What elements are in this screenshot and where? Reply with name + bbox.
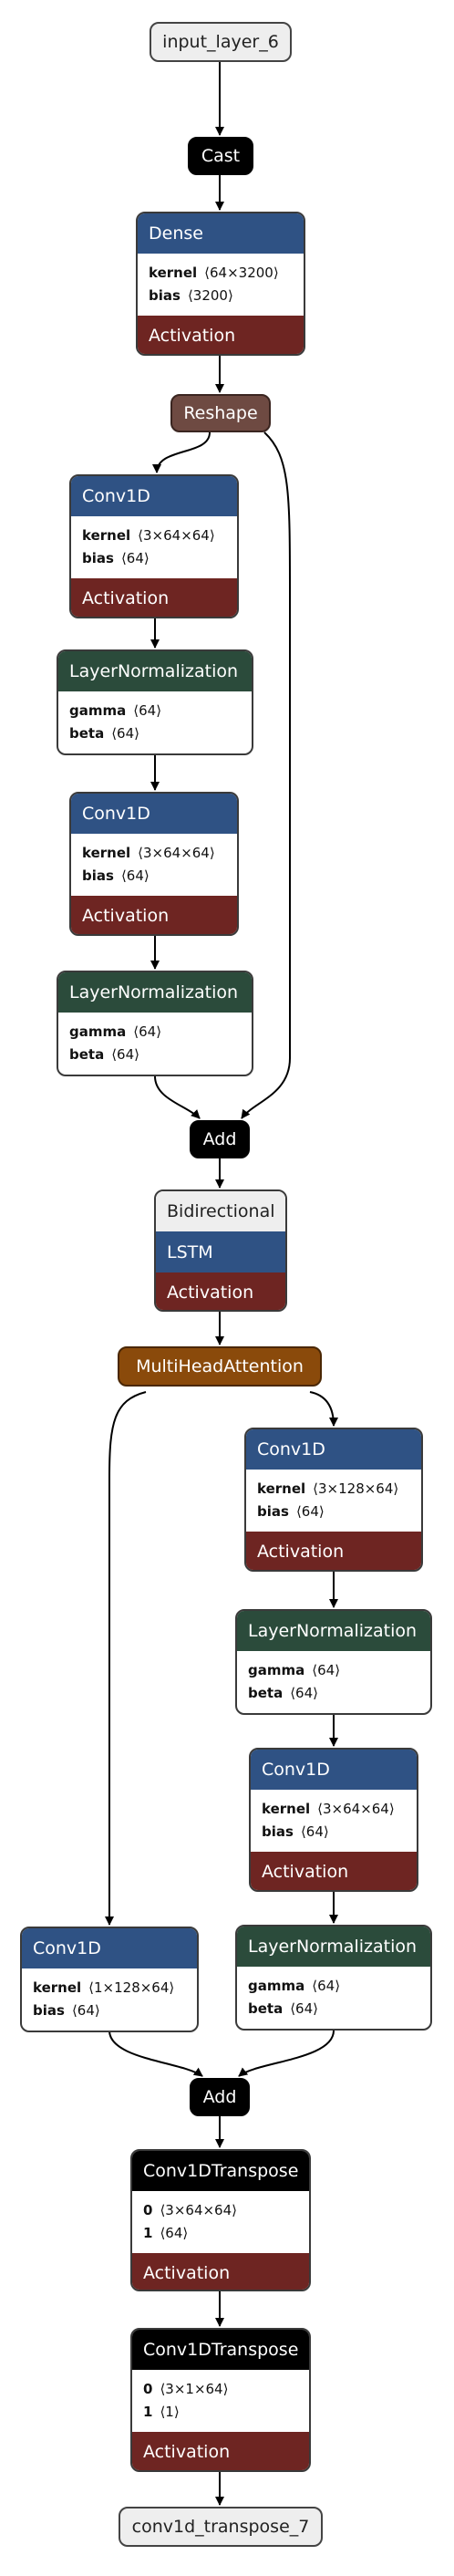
conv1d-3-param-bias: bias⟨64⟩ — [257, 1503, 325, 1520]
add-node-1-label: Add — [202, 1129, 237, 1149]
dense-node[interactable]: Dense kernel⟨64×3200⟩ bias⟨3200⟩ Activat… — [136, 212, 305, 356]
conv1d-4-param-kernel: kernel⟨3×64×64⟩ — [262, 1801, 395, 1817]
conv1d-2-activation: Activation — [71, 896, 237, 934]
layernorm-4-param-beta: beta⟨64⟩ — [248, 2000, 318, 2017]
conv1dtranspose-node-1[interactable]: Conv1DTranspose 0⟨3×64×64⟩ 1⟨64⟩ Activat… — [130, 2149, 311, 2291]
bidirectional-title: Bidirectional — [156, 1191, 285, 1231]
layernorm-1-title: LayerNormalization — [58, 651, 252, 691]
conv1d-node-skip[interactable]: Conv1D kernel⟨1×128×64⟩ bias⟨64⟩ — [20, 1927, 199, 2032]
dense-title: Dense — [138, 213, 304, 254]
conv1d-skip-title: Conv1D — [22, 1928, 197, 1968]
conv1d-1-param-kernel: kernel⟨3×64×64⟩ — [82, 527, 215, 544]
bidirectional-activation: Activation — [156, 1272, 285, 1310]
conv1d-4-title: Conv1D — [251, 1750, 417, 1790]
edge-ln4-add2 — [238, 2030, 335, 2077]
input-node-label: input_layer_6 — [162, 32, 279, 52]
conv1dtranspose-2-param-0: 0⟨3×1×64⟩ — [143, 2381, 229, 2397]
edge-convskip-add2 — [108, 2030, 203, 2077]
conv1d-skip-param-kernel: kernel⟨1×128×64⟩ — [33, 1979, 175, 1996]
layernorm-2-param-gamma: gamma⟨64⟩ — [69, 1023, 162, 1040]
layernorm-node-1[interactable]: LayerNormalization gamma⟨64⟩ beta⟨64⟩ — [57, 649, 253, 755]
conv1d-3-activation: Activation — [246, 1532, 421, 1570]
conv1d-3-title: Conv1D — [246, 1429, 421, 1470]
cast-node[interactable]: Cast — [188, 137, 253, 175]
input-node[interactable]: input_layer_6 — [150, 22, 292, 62]
add-node-2-label: Add — [202, 2087, 237, 2107]
reshape-node-label: Reshape — [183, 403, 258, 423]
cast-node-label: Cast — [201, 146, 241, 166]
conv1d-4-activation: Activation — [251, 1852, 417, 1890]
output-node[interactable]: conv1d_transpose_7 — [119, 2507, 323, 2547]
bidirectional-inner-lstm: LSTM — [156, 1231, 285, 1272]
conv1dtranspose-2-param-1: 1⟨1⟩ — [143, 2404, 180, 2420]
reshape-node[interactable]: Reshape — [170, 394, 271, 432]
conv1d-2-title: Conv1D — [71, 794, 237, 834]
conv1d-1-title: Conv1D — [71, 476, 237, 516]
layernorm-3-param-beta: beta⟨64⟩ — [248, 1685, 318, 1701]
conv1d-1-activation: Activation — [71, 578, 237, 617]
conv1d-node-4[interactable]: Conv1D kernel⟨3×64×64⟩ bias⟨64⟩ Activati… — [249, 1748, 418, 1892]
add-node-1[interactable]: Add — [190, 1120, 250, 1158]
conv1dtranspose-1-param-1: 1⟨64⟩ — [143, 2225, 189, 2241]
conv1dtranspose-1-activation: Activation — [132, 2253, 309, 2290]
add-node-2[interactable]: Add — [190, 2078, 250, 2116]
multiheadattention-node-label: MultiHeadAttention — [136, 1356, 304, 1376]
layernorm-3-param-gamma: gamma⟨64⟩ — [248, 1662, 341, 1678]
layernorm-4-title: LayerNormalization — [237, 1927, 430, 1967]
edge-ln2-add1 — [154, 1075, 201, 1119]
edge-reshape-add1 — [241, 431, 291, 1119]
layernorm-2-title: LayerNormalization — [58, 972, 252, 1013]
conv1d-2-param-bias: bias⟨64⟩ — [82, 867, 150, 884]
edge-mha-convskip — [105, 1391, 147, 1926]
conv1d-node-3[interactable]: Conv1D kernel⟨3×128×64⟩ bias⟨64⟩ Activat… — [244, 1428, 423, 1572]
output-node-label: conv1d_transpose_7 — [131, 2517, 310, 2537]
multiheadattention-node[interactable]: MultiHeadAttention — [118, 1346, 322, 1387]
conv1d-node-2[interactable]: Conv1D kernel⟨3×64×64⟩ bias⟨64⟩ Activati… — [69, 792, 239, 936]
conv1dtranspose-node-2[interactable]: Conv1DTranspose 0⟨3×1×64⟩ 1⟨1⟩ Activatio… — [130, 2328, 311, 2472]
dense-activation: Activation — [138, 316, 304, 354]
layernorm-1-param-beta: beta⟨64⟩ — [69, 725, 139, 742]
dense-param-bias: bias⟨3200⟩ — [149, 287, 233, 304]
conv1dtranspose-2-title: Conv1DTranspose — [132, 2330, 309, 2370]
conv1d-2-param-kernel: kernel⟨3×64×64⟩ — [82, 845, 215, 861]
layernorm-node-3[interactable]: LayerNormalization gamma⟨64⟩ beta⟨64⟩ — [235, 1609, 432, 1715]
layernorm-1-param-gamma: gamma⟨64⟩ — [69, 702, 162, 719]
layernorm-2-param-beta: beta⟨64⟩ — [69, 1046, 139, 1063]
conv1dtranspose-1-param-0: 0⟨3×64×64⟩ — [143, 2202, 237, 2218]
dense-param-kernel: kernel⟨64×3200⟩ — [149, 265, 279, 281]
conv1d-4-param-bias: bias⟨64⟩ — [262, 1823, 329, 1840]
edge-mha-conv3 — [309, 1391, 338, 1427]
bidirectional-node[interactable]: Bidirectional LSTM Activation — [154, 1189, 287, 1312]
conv1dtranspose-1-title: Conv1DTranspose — [132, 2151, 309, 2191]
layernorm-node-4[interactable]: LayerNormalization gamma⟨64⟩ beta⟨64⟩ — [235, 1925, 432, 2031]
conv1d-3-param-kernel: kernel⟨3×128×64⟩ — [257, 1480, 399, 1497]
conv1d-skip-param-bias: bias⟨64⟩ — [33, 2002, 100, 2019]
layernorm-3-title: LayerNormalization — [237, 1611, 430, 1651]
edge-reshape-conv1 — [152, 431, 211, 473]
layernorm-node-2[interactable]: LayerNormalization gamma⟨64⟩ beta⟨64⟩ — [57, 971, 253, 1076]
conv1dtranspose-2-activation: Activation — [132, 2432, 309, 2470]
conv1d-node-1[interactable]: Conv1D kernel⟨3×64×64⟩ bias⟨64⟩ Activati… — [69, 474, 239, 618]
conv1d-1-param-bias: bias⟨64⟩ — [82, 550, 150, 566]
layernorm-4-param-gamma: gamma⟨64⟩ — [248, 1978, 341, 1994]
